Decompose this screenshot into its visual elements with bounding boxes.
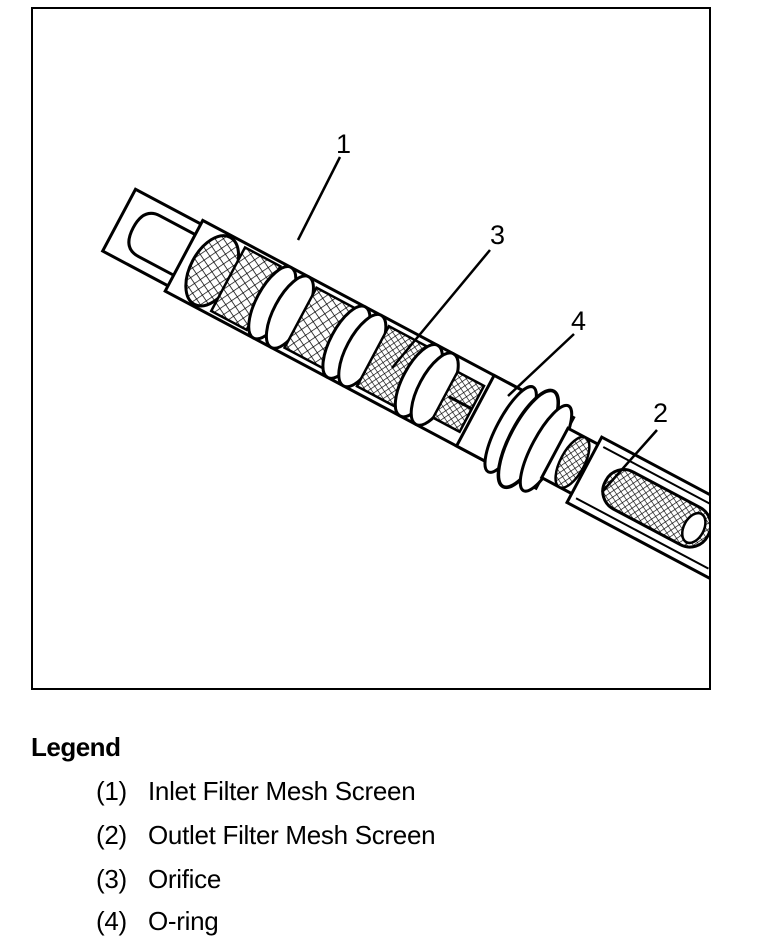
legend-item-number: (2) xyxy=(96,820,127,850)
legend-item-label: O-ring xyxy=(148,906,219,936)
legend-item-number: (1) xyxy=(96,776,127,806)
orifice-tube-diagram: 1 3 4 2 xyxy=(100,129,709,583)
callout-3: 3 xyxy=(490,220,505,250)
legend-item-o-ring: (4) O-ring xyxy=(96,906,219,937)
callout-4: 4 xyxy=(571,306,586,336)
leader-lines xyxy=(296,156,658,493)
callout-1: 1 xyxy=(336,129,351,159)
o-ring xyxy=(454,373,574,493)
callout-2: 2 xyxy=(653,398,668,428)
legend-item-label: Outlet Filter Mesh Screen xyxy=(148,820,436,850)
outlet-filter-mesh-screen xyxy=(539,426,709,583)
legend-title: Legend xyxy=(31,732,121,762)
legend-item-orifice: (3) Orifice xyxy=(96,864,221,895)
legend-item-number: (3) xyxy=(96,864,127,894)
orifice xyxy=(431,370,486,434)
legend-item-outlet-filter-mesh-screen: (2) Outlet Filter Mesh Screen xyxy=(96,820,436,851)
legend-item-inlet-filter-mesh-screen: (1) Inlet Filter Mesh Screen xyxy=(96,776,416,807)
legend-item-label: Inlet Filter Mesh Screen xyxy=(148,776,416,806)
legend-item-label: Orifice xyxy=(148,864,222,894)
tube-body xyxy=(100,187,709,583)
legend-item-number: (4) xyxy=(96,906,127,936)
figure-frame: 1 3 4 2 xyxy=(31,7,711,690)
